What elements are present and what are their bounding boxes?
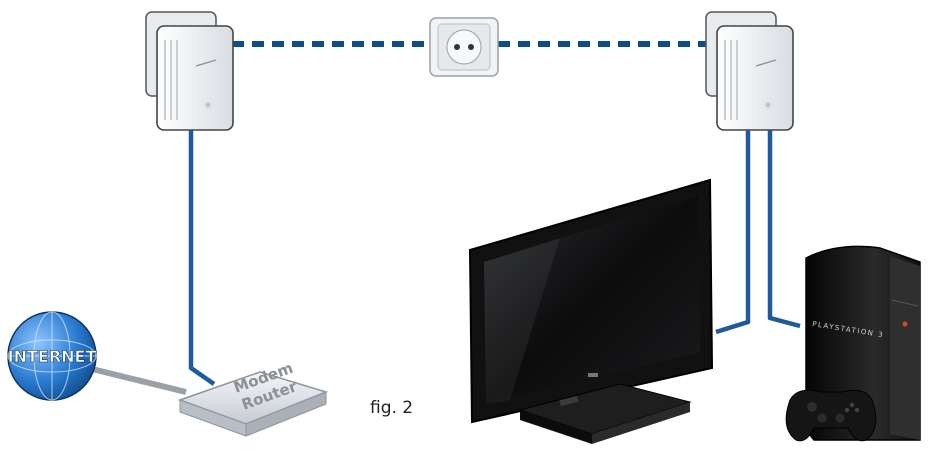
cable-globe-to-router <box>87 365 187 395</box>
gamepad-icon <box>785 389 877 442</box>
cable-adapter-to-tv <box>715 130 751 335</box>
internet-globe-icon: INTERNET <box>7 311 97 401</box>
figure-caption: fig. 2 <box>370 398 414 418</box>
modem-router-icon: Modem Router <box>177 359 329 437</box>
cable-adapter-to-console <box>767 130 801 329</box>
ethernet-cables <box>188 130 801 386</box>
powerline-adapter-right-icon <box>705 11 794 131</box>
powerline-adapter-left-icon <box>145 11 234 131</box>
cable-adapter-to-router <box>188 130 216 386</box>
television-icon <box>468 178 714 444</box>
internet-label: INTERNET <box>8 347 97 366</box>
wall-socket-icon <box>429 17 499 77</box>
